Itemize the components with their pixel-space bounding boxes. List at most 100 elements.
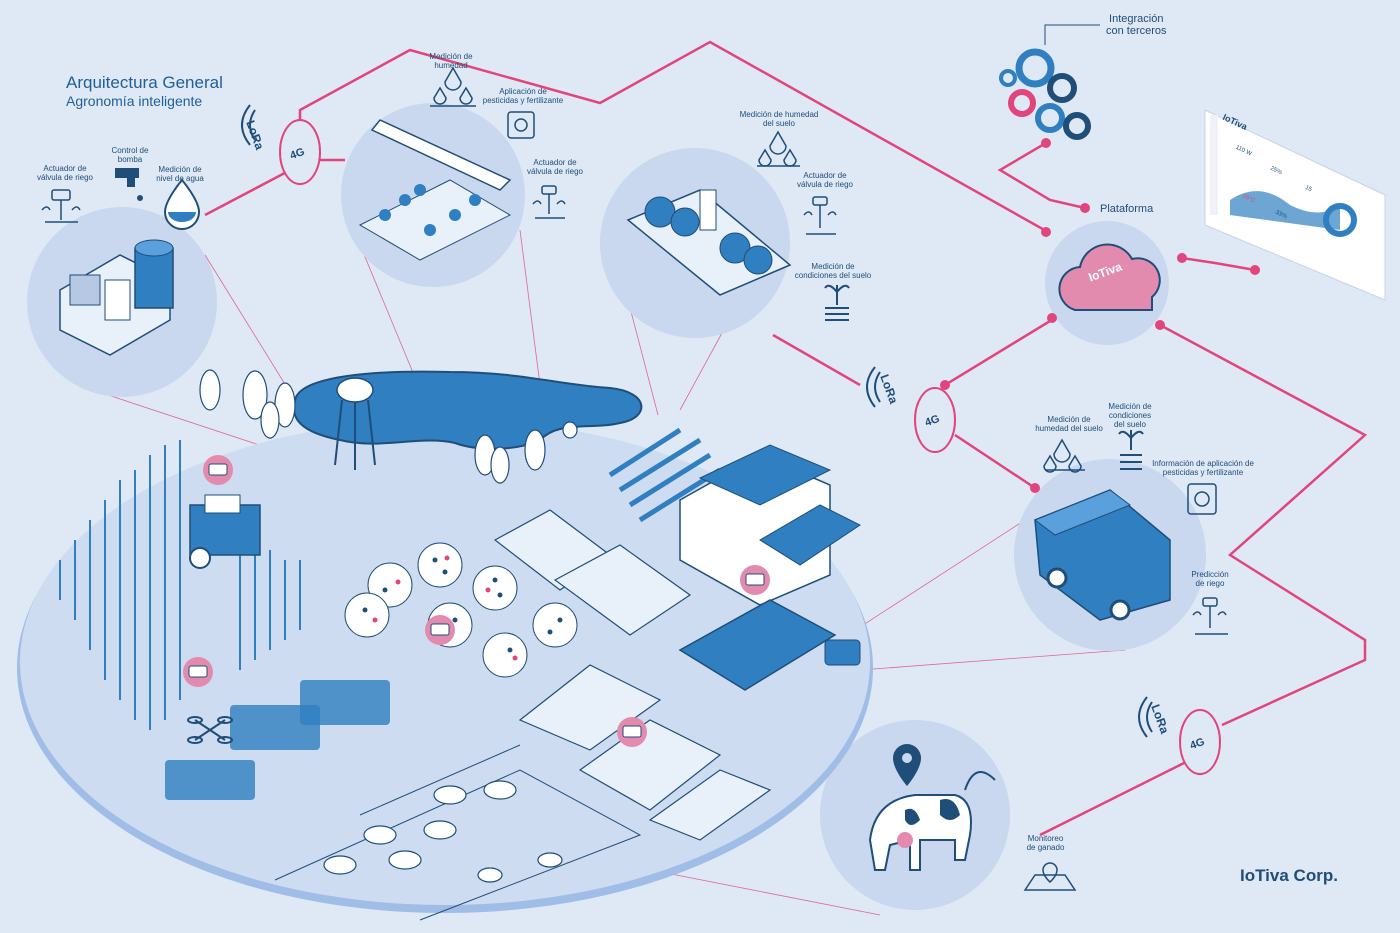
label-van-conditions: Medición de condiciones del suelo xyxy=(1100,402,1160,429)
label-integration: Integración con terceros xyxy=(1106,13,1167,37)
label-water-level: Medición de nivel de agua xyxy=(150,165,210,183)
label-line: condiciones del suelo xyxy=(794,271,872,280)
dashboard-panel xyxy=(1204,109,1386,301)
field-van xyxy=(1033,489,1171,621)
soil-sprout-icon xyxy=(824,284,850,321)
label-line: válvula de riego xyxy=(796,180,854,189)
valve-actuator-icon-2 xyxy=(532,185,566,219)
label-line: Medición de humedad xyxy=(739,110,819,119)
label-line: humedad xyxy=(434,61,468,70)
label-line: Integración xyxy=(1109,13,1164,25)
humidity-drops-icon xyxy=(430,66,476,107)
link-cloud-to-dashboard xyxy=(1181,256,1256,272)
label-line: condiciones xyxy=(1108,411,1152,420)
label-line: Actuador de xyxy=(533,158,577,167)
label-line: con terceros xyxy=(1106,25,1167,37)
label-line: Predicción xyxy=(1191,570,1229,579)
label-line: humedad del suelo xyxy=(1035,424,1103,433)
label-line: Aplicación de xyxy=(499,87,547,96)
label-line: Actuador de xyxy=(43,164,87,173)
label-van-prediction: Predicción de riego xyxy=(1185,570,1235,588)
label-pump-control: Control de bomba xyxy=(105,146,155,164)
valve-actuator-icon xyxy=(41,189,81,223)
page-title: Arquitectura General xyxy=(66,73,223,92)
label-line: Medición de xyxy=(811,262,855,271)
label-line: Medición de xyxy=(1047,415,1091,424)
cow-illustration xyxy=(868,771,996,871)
van-humidity-icon xyxy=(1043,438,1085,473)
vegetable-field xyxy=(165,680,390,800)
integration-leader xyxy=(1044,24,1100,45)
label-line: válvula de riego xyxy=(36,173,94,182)
label-line: pesticidas y fertilizante xyxy=(1162,468,1244,477)
page-subtitle: Agronomía inteligente xyxy=(66,93,203,109)
pasture xyxy=(274,744,642,921)
crop-field xyxy=(59,440,301,730)
label-line: Medición de xyxy=(158,165,202,174)
valve-actuator-icon-3 xyxy=(803,196,837,235)
label-line: Actuador de xyxy=(803,171,847,180)
drone xyxy=(187,716,233,744)
sensor-markers xyxy=(183,455,770,747)
label-van-humidity: Medición de humedad del suelo xyxy=(1028,415,1110,433)
trees-lake xyxy=(199,369,578,484)
label-line: Control de xyxy=(111,146,149,155)
label-line: Medición de xyxy=(1108,402,1152,411)
company-logo: IoTiva Corp. xyxy=(1240,866,1338,885)
label-platform: Plataforma xyxy=(1100,203,1154,215)
irrigation-prediction-icon xyxy=(1192,597,1228,635)
link-hydro-to-4g-center xyxy=(772,333,861,387)
label-valve-actuator-2: Actuador de válvula de riego xyxy=(520,158,590,176)
label-soil-conditions: Medición de condiciones del suelo xyxy=(788,262,878,280)
van-fertilizer-icon xyxy=(1187,483,1217,515)
lake xyxy=(292,370,643,450)
link-4g-center-to-van xyxy=(954,433,1036,490)
link-4g-center-to-cloud xyxy=(944,316,1056,387)
label-soil-humidity: Medición de humedad del suelo xyxy=(733,110,825,128)
water-drop-icon xyxy=(163,178,201,230)
van-sprout-icon xyxy=(1118,430,1144,470)
barn xyxy=(679,444,861,606)
map-location-icon xyxy=(1023,862,1077,891)
label-line: de riego xyxy=(1195,579,1225,588)
connector-dots xyxy=(940,138,1260,493)
water-tower xyxy=(334,377,376,470)
label-line: de ganado xyxy=(1026,843,1065,852)
label-line: bomba xyxy=(117,155,143,164)
link-cloud-right xyxy=(1159,323,1368,727)
orchard xyxy=(344,542,578,678)
cloud-platform xyxy=(1058,243,1161,311)
label-line: Información de aplicación de xyxy=(1152,459,1254,468)
label-line: Monitoreo xyxy=(1027,834,1064,843)
van-small xyxy=(824,639,861,666)
label-cattle-monitoring: Monitoreo de ganado xyxy=(1018,834,1073,852)
label-valve-actuator: Actuador de válvula de riego xyxy=(30,164,100,182)
label-line: del suelo xyxy=(762,119,796,128)
cows-field xyxy=(323,780,563,883)
link-cattle-4g xyxy=(1039,753,1201,837)
greenhouses xyxy=(493,509,772,841)
label-line: Medición de xyxy=(429,52,473,61)
label-line: válvula de riego xyxy=(526,167,584,176)
shed xyxy=(678,599,837,691)
label-pesticide: Aplicación de pesticidas y fertilizante xyxy=(478,87,568,105)
label-line: del suelo xyxy=(1113,420,1147,429)
pump-tap-icon xyxy=(115,168,143,201)
label-line: pesticidas y fertilizante xyxy=(482,96,564,105)
label-humidity: Medición de humedad xyxy=(420,52,482,70)
4g-node-right xyxy=(1179,709,1221,775)
label-van-info: Información de aplicación de pesticidas … xyxy=(1148,459,1258,477)
lora-signal-icons xyxy=(241,104,1153,738)
4g-node-left xyxy=(279,119,321,185)
harvester xyxy=(189,494,261,569)
hydro-planter xyxy=(626,189,792,296)
label-line: nivel de agua xyxy=(156,174,204,183)
location-pin-icon xyxy=(893,744,921,786)
label-valve-actuator-3: Actuador de válvula de riego xyxy=(790,171,860,189)
pump-station xyxy=(59,239,174,356)
gears-icon xyxy=(999,48,1091,140)
4g-node-center xyxy=(914,387,956,453)
link-cloud-to-gear xyxy=(997,141,1086,210)
